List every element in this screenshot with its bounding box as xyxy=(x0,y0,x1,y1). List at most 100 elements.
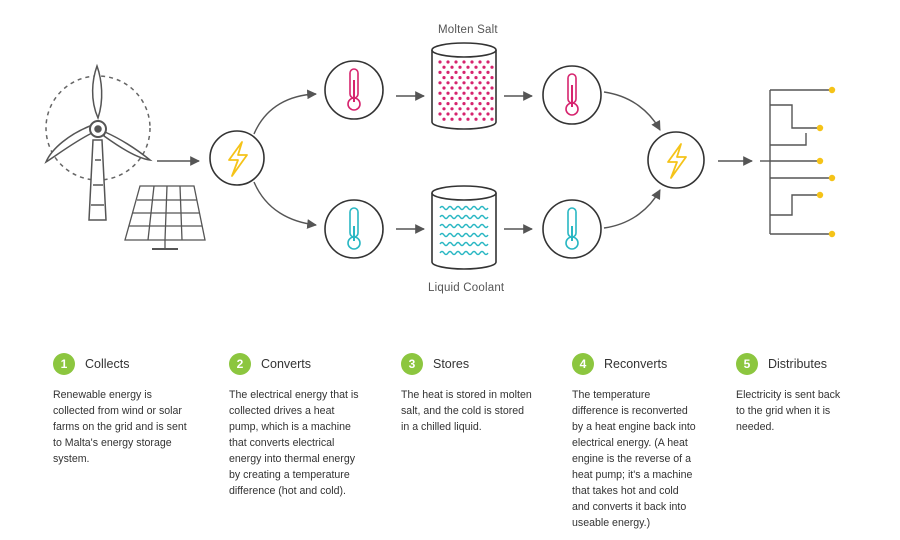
step-description: Renewable energy is collected from wind … xyxy=(53,389,187,465)
step-collects: 1 Collects Renewable energy is collected… xyxy=(53,352,203,467)
salt-dot xyxy=(446,81,450,85)
arrow-to-cold xyxy=(253,181,317,229)
salt-dot xyxy=(450,76,454,80)
salt-dot xyxy=(490,107,494,111)
salt-dot xyxy=(470,102,474,106)
coolant-wave xyxy=(439,205,489,211)
salt-dot xyxy=(470,81,474,85)
step-title: Stores xyxy=(433,357,470,371)
arrow-to-hot xyxy=(253,89,317,135)
salt-dot xyxy=(450,65,454,69)
salt-dot xyxy=(486,60,490,64)
liquid-coolant-tank-icon xyxy=(431,185,497,270)
salt-dot xyxy=(466,96,470,100)
salt-dot xyxy=(474,96,478,100)
salt-dot xyxy=(446,60,450,64)
salt-dot xyxy=(478,60,482,64)
salt-dot xyxy=(466,117,470,121)
salt-dot xyxy=(438,91,442,95)
energy-storage-diagram xyxy=(44,42,836,270)
salt-dot xyxy=(478,91,482,95)
coolant-wave xyxy=(439,241,489,247)
salt-dot xyxy=(454,60,458,64)
salt-dot xyxy=(466,65,470,69)
salt-dot xyxy=(454,102,458,106)
solar-panel-icon xyxy=(124,185,206,250)
step-number-badge: 4 xyxy=(572,353,594,375)
salt-dot xyxy=(442,96,446,100)
salt-dot xyxy=(478,70,482,74)
cold-thermometer-icon xyxy=(324,199,384,259)
step-description: The temperature difference is reconverte… xyxy=(572,389,696,529)
salt-dot xyxy=(482,65,486,69)
salt-dot xyxy=(478,81,482,85)
liquid-coolant-label: Liquid Coolant xyxy=(428,282,505,294)
salt-dot xyxy=(466,76,470,80)
step-stores: 3 Stores The heat is stored in molten sa… xyxy=(401,352,551,435)
salt-dot xyxy=(482,107,486,111)
salt-dot xyxy=(442,117,446,121)
salt-dot xyxy=(450,96,454,100)
hot-thermometer-icon-right xyxy=(542,65,602,125)
heat-engine-bolt-icon xyxy=(647,131,705,189)
salt-dot xyxy=(458,117,462,121)
salt-dot xyxy=(478,102,482,106)
salt-dot xyxy=(462,81,466,85)
salt-dot xyxy=(482,76,486,80)
salt-dot xyxy=(470,112,474,116)
heat-pump-bolt-icon xyxy=(209,130,265,186)
salt-dot xyxy=(466,107,470,111)
salt-dot xyxy=(470,60,474,64)
salt-dot xyxy=(490,86,494,90)
salt-dot xyxy=(462,70,466,74)
salt-dot xyxy=(438,112,442,116)
salt-dot xyxy=(442,107,446,111)
coolant-wave xyxy=(439,250,489,256)
molten-salt-label: Molten Salt xyxy=(438,24,498,36)
step-number-badge: 3 xyxy=(401,353,423,375)
salt-dot xyxy=(458,76,462,80)
salt-dot xyxy=(482,117,486,121)
step-number-badge: 2 xyxy=(229,353,251,375)
molten-salt-tank-icon xyxy=(431,42,497,130)
salt-dot xyxy=(462,91,466,95)
step-title: Converts xyxy=(261,357,312,371)
salt-dot xyxy=(486,91,490,95)
coolant-wave xyxy=(439,232,489,238)
salt-dot xyxy=(454,112,458,116)
salt-dot xyxy=(438,81,442,85)
salt-dot xyxy=(438,60,442,64)
step-title: Distributes xyxy=(768,357,828,371)
salt-dot xyxy=(450,117,454,121)
salt-dot xyxy=(474,86,478,90)
salt-dot xyxy=(462,60,466,64)
step-converts: 2 Converts The electrical energy that is… xyxy=(229,352,379,499)
salt-dot xyxy=(470,91,474,95)
step-description: The heat is stored in molten salt, and t… xyxy=(401,389,532,433)
salt-dot xyxy=(442,65,446,69)
salt-dot xyxy=(474,107,478,111)
salt-dot xyxy=(458,107,462,111)
salt-dot xyxy=(458,86,462,90)
salt-dot xyxy=(438,70,442,74)
salt-dot xyxy=(458,65,462,69)
salt-dot xyxy=(462,102,466,106)
salt-dot xyxy=(454,91,458,95)
salt-dot xyxy=(438,102,442,106)
salt-dot xyxy=(450,107,454,111)
salt-dot xyxy=(486,102,490,106)
salt-dot xyxy=(474,65,478,69)
wind-turbine-icon xyxy=(44,63,153,221)
step-reconverts: 4 Reconverts The temperature difference … xyxy=(572,352,722,531)
salt-dot xyxy=(442,76,446,80)
salt-dot xyxy=(446,70,450,74)
step-number-badge: 1 xyxy=(53,353,75,375)
salt-dot xyxy=(446,91,450,95)
step-title: Collects xyxy=(85,357,130,371)
step-number-badge: 5 xyxy=(736,353,758,375)
salt-dot xyxy=(486,81,490,85)
salt-dot xyxy=(442,86,446,90)
salt-dot xyxy=(458,96,462,100)
salt-dot xyxy=(478,112,482,116)
salt-dot xyxy=(450,86,454,90)
